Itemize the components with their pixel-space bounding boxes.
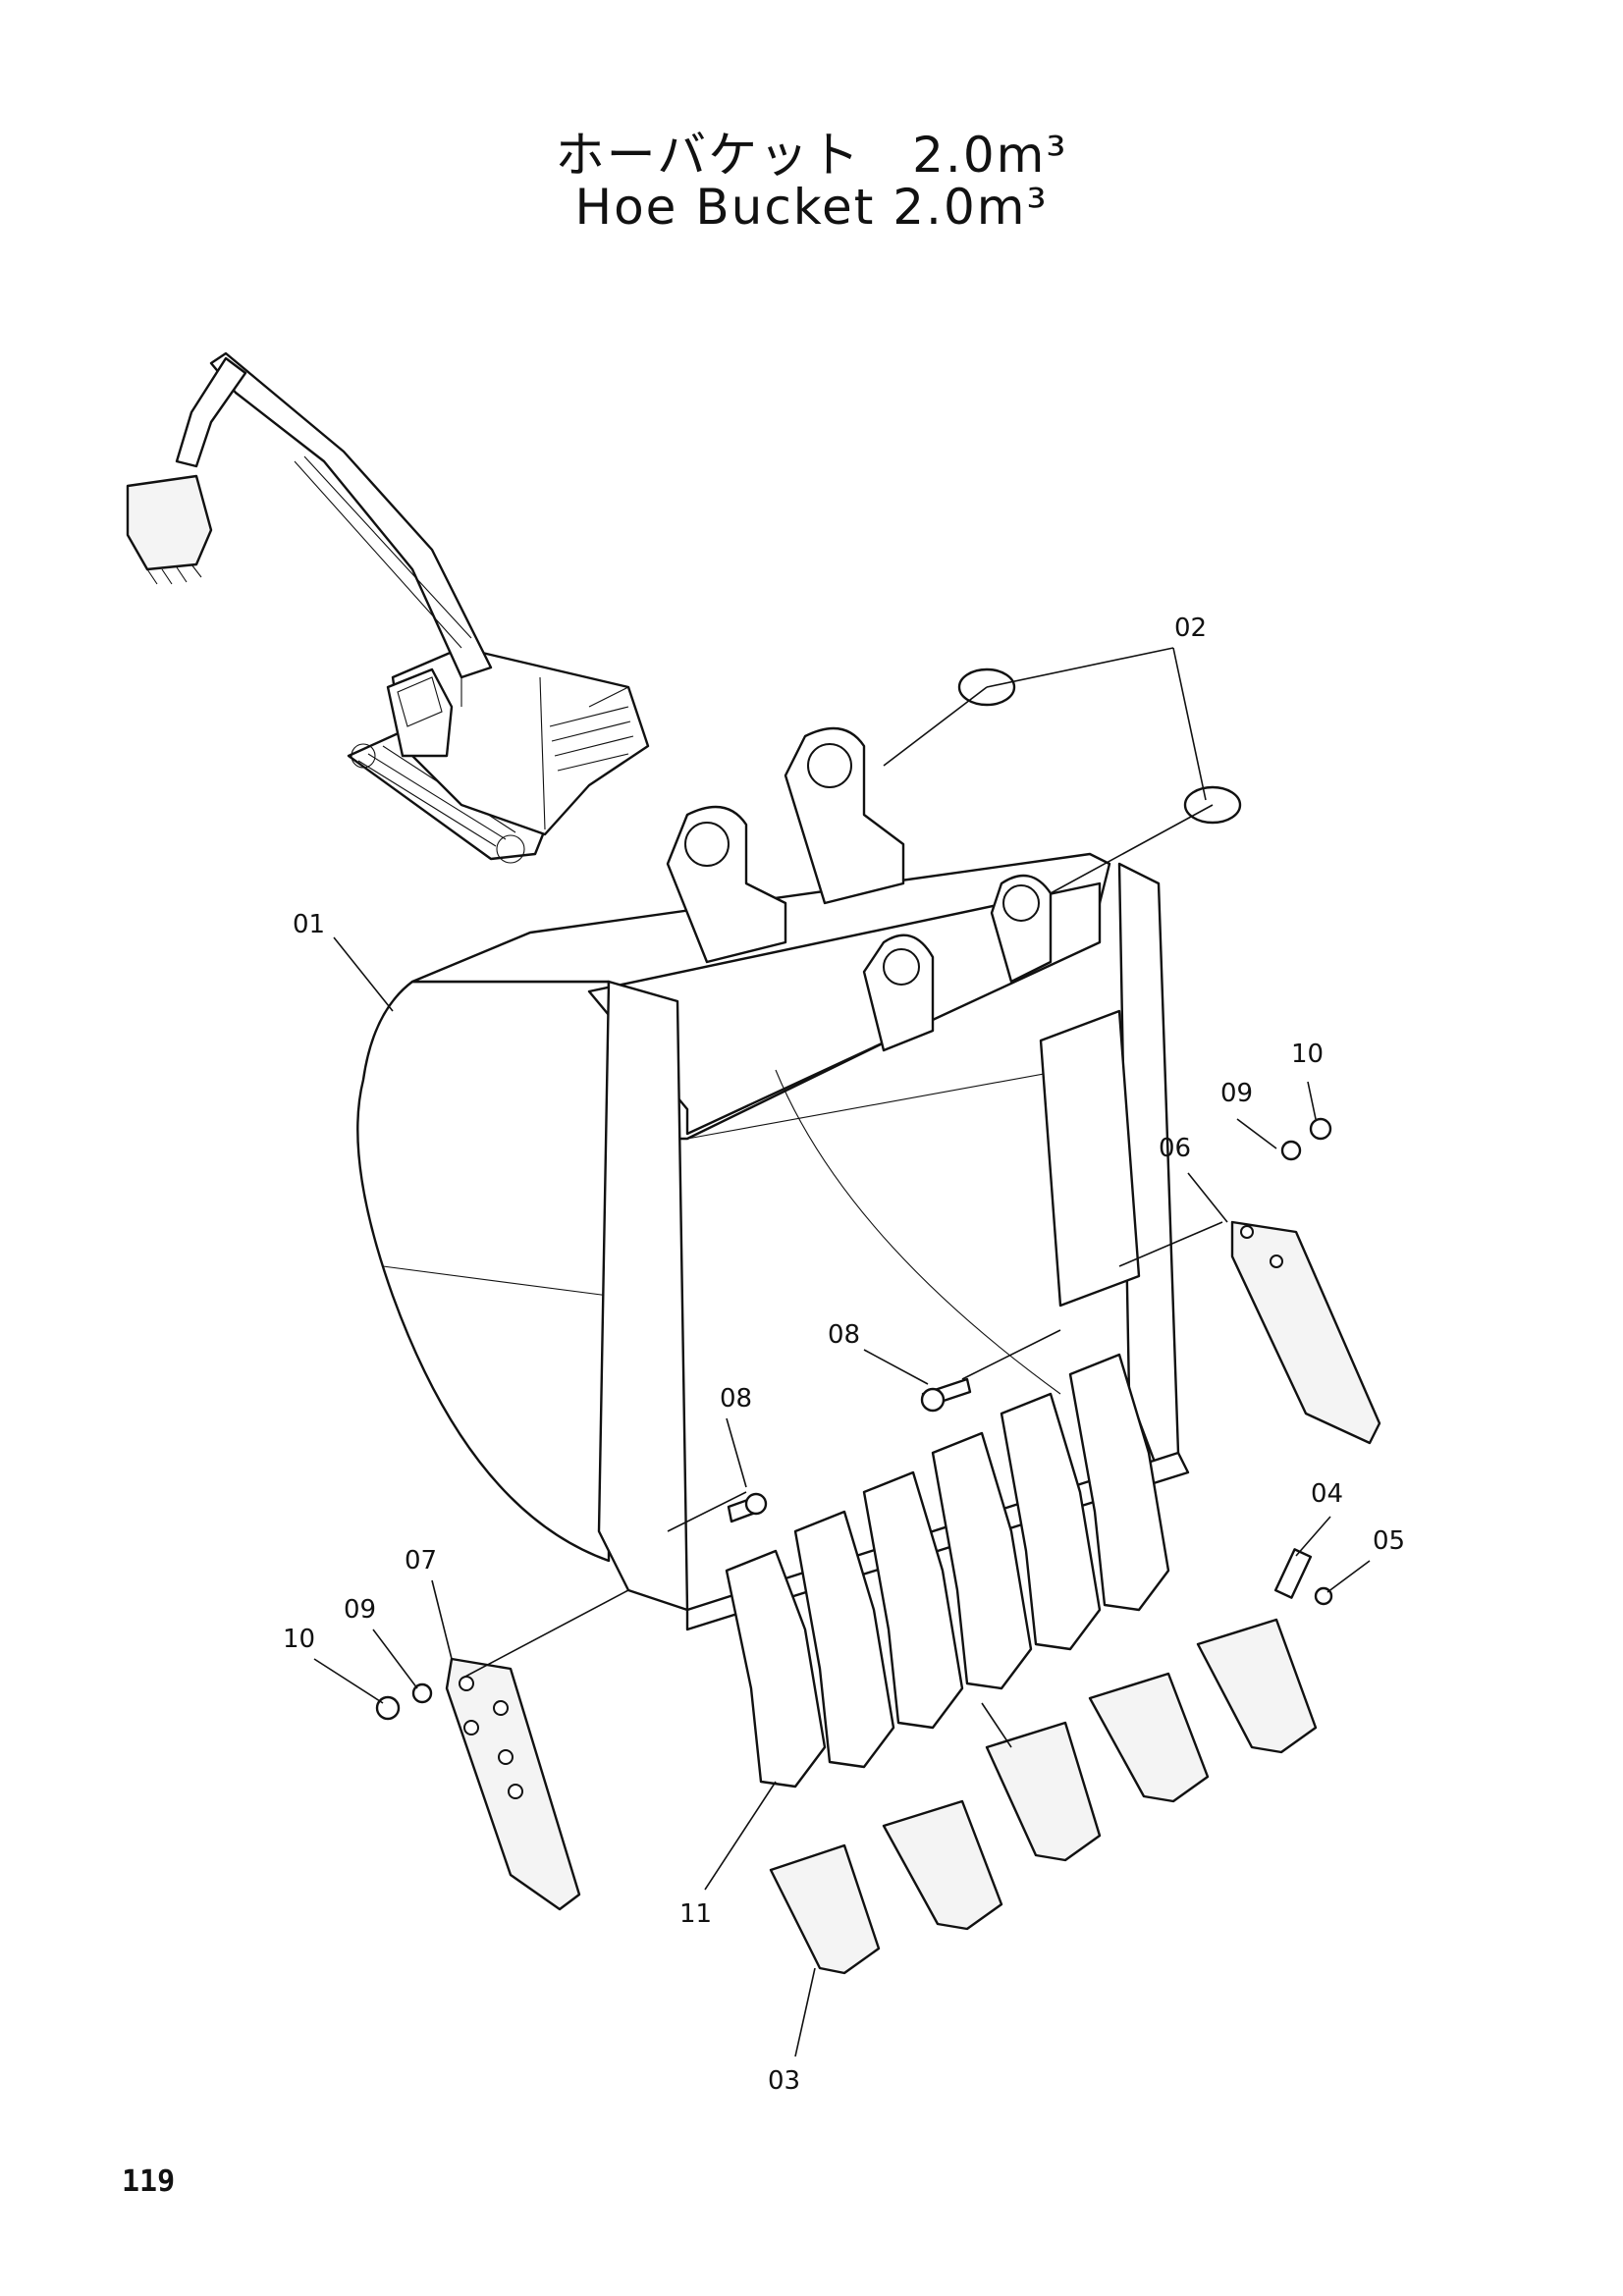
bucket-teeth bbox=[769, 1618, 1318, 1975]
tooth-adapters bbox=[725, 1353, 1170, 1789]
bucket-body bbox=[356, 726, 1190, 1631]
callout-05: 05 bbox=[1373, 1526, 1405, 1556]
callout-09-left: 09 bbox=[344, 1595, 376, 1625]
pin-part bbox=[1273, 1548, 1313, 1599]
callout-10-left: 10 bbox=[283, 1625, 315, 1654]
title-english: Hoe Bucket 2.0m³ bbox=[574, 179, 1049, 236]
excavator-overview-illustration bbox=[126, 351, 650, 864]
title-japanese: ホーバケット 2.0m³ bbox=[555, 127, 1068, 184]
callout-09-right: 09 bbox=[1220, 1079, 1253, 1108]
leader-lines bbox=[313, 647, 1371, 2057]
callout-10-right: 10 bbox=[1291, 1040, 1324, 1069]
fasteners bbox=[375, 1117, 1332, 1721]
callout-08-right: 08 bbox=[828, 1320, 860, 1350]
callout-08-left: 08 bbox=[720, 1384, 752, 1414]
callout-03: 03 bbox=[768, 2066, 800, 2096]
callout-04: 04 bbox=[1311, 1479, 1343, 1509]
page-number: 119 bbox=[122, 2164, 176, 2199]
side-cutter-right bbox=[1230, 1220, 1381, 1445]
callout-02: 02 bbox=[1174, 614, 1207, 643]
callout-01: 01 bbox=[293, 910, 325, 939]
callout-11: 11 bbox=[679, 1899, 712, 1929]
callout-07: 07 bbox=[405, 1546, 437, 1575]
callout-06: 06 bbox=[1159, 1134, 1191, 1163]
bushings bbox=[957, 667, 1242, 825]
